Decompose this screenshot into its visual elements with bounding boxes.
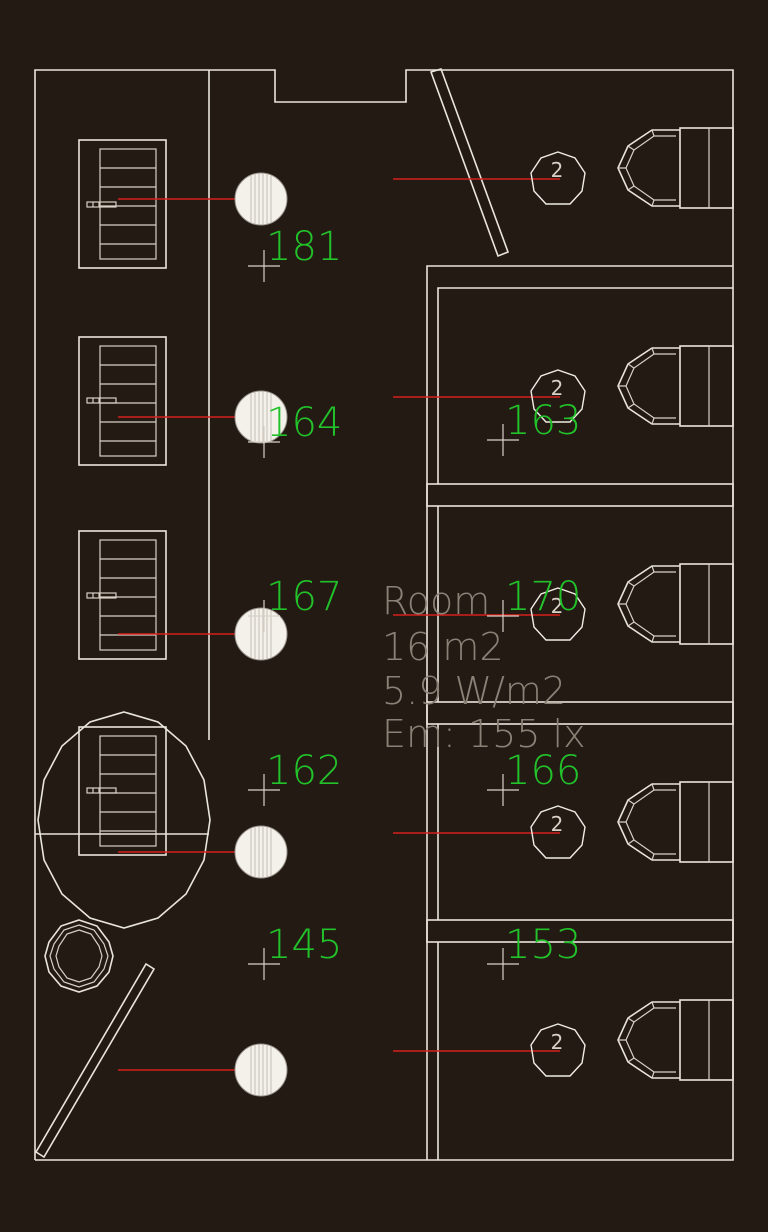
calc-point: 181 bbox=[248, 224, 342, 282]
waste-bin bbox=[44, 919, 114, 993]
stall-light-label: 2 bbox=[551, 812, 564, 836]
room-illuminance: Em: 155 lx bbox=[382, 712, 586, 756]
washbasin bbox=[78, 139, 167, 269]
stall-light-label: 2 bbox=[551, 158, 564, 182]
toilet bbox=[617, 345, 734, 427]
calc-point-value: 162 bbox=[266, 748, 342, 794]
calc-point: 164 bbox=[248, 400, 342, 458]
calc-point-value: 181 bbox=[266, 224, 342, 270]
washbasin bbox=[78, 726, 167, 856]
leader-lines bbox=[118, 178, 560, 1071]
stall-light-icon: 2 bbox=[530, 587, 586, 641]
luminaire-icon bbox=[234, 172, 288, 226]
calc-points: 181 164 163 167 170 162 bbox=[248, 224, 581, 980]
room-name: Room bbox=[382, 579, 490, 623]
room-area: 16 m2 bbox=[382, 625, 504, 669]
washbasin bbox=[78, 530, 167, 660]
washbasin bbox=[78, 336, 167, 466]
luminaire-icon bbox=[234, 390, 288, 444]
toilet bbox=[617, 781, 734, 863]
luminaire-icon bbox=[234, 607, 288, 661]
calc-point-value: 163 bbox=[505, 398, 581, 444]
stall-partitions bbox=[426, 265, 734, 1160]
calc-point-value: 145 bbox=[266, 922, 342, 968]
calc-point-value: 170 bbox=[505, 574, 581, 620]
stall-light-label: 2 bbox=[551, 1030, 564, 1054]
luminaires bbox=[234, 172, 288, 1097]
stall-light-icon: 2 bbox=[530, 805, 586, 859]
calc-point: 153 bbox=[487, 922, 581, 980]
calc-point: 167 bbox=[248, 574, 342, 632]
calc-point: 163 bbox=[487, 398, 581, 456]
luminaire-icon bbox=[234, 825, 288, 879]
toilets bbox=[617, 127, 734, 1081]
bottom-door bbox=[34, 962, 156, 1159]
turning-circle bbox=[35, 711, 211, 929]
entrance-door bbox=[429, 68, 510, 258]
toilet bbox=[617, 999, 734, 1081]
stall-light-label: 2 bbox=[551, 594, 564, 618]
stall-light-icon: 2 bbox=[530, 1023, 586, 1077]
stall-light-icon: 2 bbox=[530, 369, 586, 423]
calc-point-value: 164 bbox=[266, 400, 342, 446]
calc-point-value: 167 bbox=[266, 574, 342, 620]
stall-light-icon: 2 bbox=[530, 151, 586, 205]
toilet bbox=[617, 563, 734, 645]
calc-point: 170 bbox=[487, 574, 581, 632]
toilet bbox=[617, 127, 734, 209]
room-power-density: 5.9 W/m2 bbox=[382, 669, 566, 713]
calc-point-value: 153 bbox=[505, 922, 581, 968]
room-label: Room 16 m2 5.9 W/m2 Em: 155 lx bbox=[382, 579, 586, 756]
calc-point: 145 bbox=[248, 922, 342, 980]
calc-point: 166 bbox=[487, 748, 581, 806]
calc-point-value: 166 bbox=[505, 748, 581, 794]
luminaire-icon bbox=[234, 1043, 288, 1097]
washbasins bbox=[78, 139, 167, 856]
stall-lights: 2 2 2 2 2 bbox=[530, 151, 586, 1077]
stall-light-label: 2 bbox=[551, 376, 564, 400]
calc-point: 162 bbox=[248, 748, 342, 806]
